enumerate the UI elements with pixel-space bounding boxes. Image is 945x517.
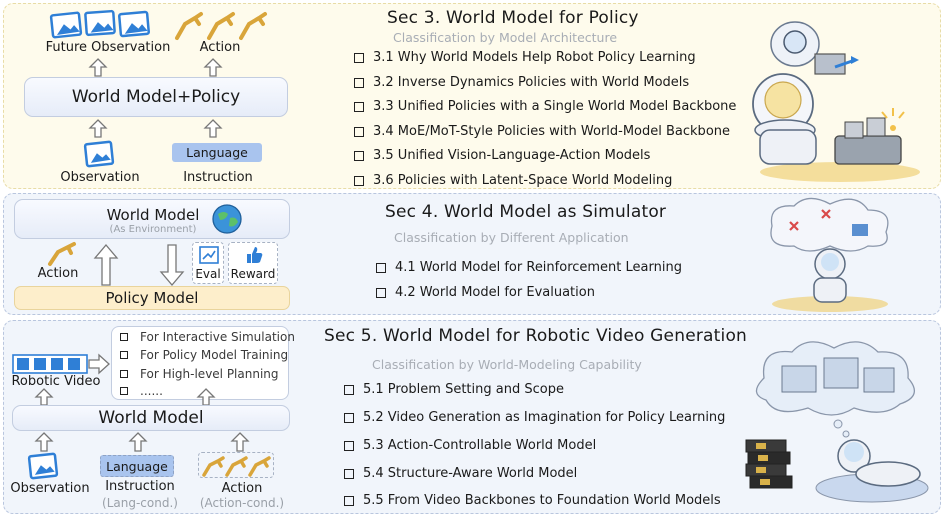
sec3-item-5: 3.5 Unified Vision-Language-Action Model… bbox=[354, 148, 650, 163]
arrow-up-icon bbox=[203, 58, 223, 77]
app-item-3: For High-level Planning bbox=[120, 367, 279, 381]
sec3-item-1: 3.1 Why World Models Help Robot Policy L… bbox=[354, 50, 696, 65]
future-observation-label: Future Observation bbox=[45, 40, 171, 55]
observation-label: Observation bbox=[10, 481, 90, 496]
reward-box: Reward bbox=[228, 242, 278, 284]
sec5-title: Sec 5. World Model for Robotic Video Gen… bbox=[324, 326, 748, 346]
arrow-up-icon bbox=[128, 432, 148, 452]
instruction-label: Instruction bbox=[183, 170, 253, 185]
robot-thinking-illustration-icon bbox=[770, 197, 889, 312]
checkbox-icon bbox=[354, 126, 364, 137]
action-label: Action bbox=[37, 266, 79, 281]
app-item-1: For Interactive Simulation bbox=[120, 330, 295, 344]
applications-box bbox=[111, 326, 289, 400]
checkbox-icon bbox=[354, 150, 364, 161]
app-item-4: ...... bbox=[120, 384, 163, 398]
arrow-up-icon bbox=[34, 432, 54, 452]
observation-image-icon bbox=[27, 452, 59, 480]
arrow-up-icon bbox=[196, 388, 216, 406]
eval-box: Eval bbox=[192, 242, 224, 284]
world-model-box: World Model bbox=[12, 405, 290, 431]
robot-dreaming-illustration-icon bbox=[745, 341, 929, 503]
sec5-item-1: 5.1 Problem Setting and Scope bbox=[344, 382, 564, 397]
checkbox-icon bbox=[354, 52, 364, 63]
action-label: Action bbox=[199, 40, 241, 55]
sec5-item-2: 5.2 Video Generation as Imagination for … bbox=[344, 410, 725, 425]
eval-chart-icon bbox=[199, 246, 219, 264]
as-environment-label: (As Environment) bbox=[109, 224, 197, 235]
arrow-up-icon bbox=[93, 243, 119, 286]
sec3-item-3: 3.3 Unified Policies with a Single World… bbox=[354, 99, 736, 114]
checkbox-icon bbox=[354, 77, 364, 88]
lang-cond-label: (Lang-cond.) bbox=[102, 496, 178, 510]
checkbox-icon bbox=[120, 370, 128, 378]
checkbox-icon bbox=[344, 468, 354, 479]
checkbox-icon bbox=[354, 175, 364, 186]
robotic-video-label: Robotic Video bbox=[11, 374, 101, 389]
checkbox-icon bbox=[120, 351, 128, 359]
policy-model-box: Policy Model bbox=[14, 286, 290, 310]
sec4-title: Sec 4. World Model as Simulator bbox=[385, 202, 667, 222]
checkbox-icon bbox=[344, 495, 354, 506]
checkbox-icon bbox=[120, 387, 128, 395]
sec5-item-4: 5.4 Structure-Aware World Model bbox=[344, 466, 577, 481]
sec3-item-2: 3.2 Inverse Dynamics Policies with World… bbox=[354, 75, 689, 90]
robot-building-blocks-illustration-icon bbox=[752, 21, 920, 182]
action-cond-label: (Action-cond.) bbox=[199, 496, 285, 510]
robot-arm-icon bbox=[48, 242, 76, 266]
sec4-item-2: 4.2 World Model for Evaluation bbox=[376, 285, 595, 300]
language-box: Language bbox=[172, 143, 262, 162]
arrow-right-icon bbox=[88, 353, 110, 375]
arrow-up-icon bbox=[88, 58, 108, 77]
eval-label: Eval bbox=[195, 267, 221, 281]
reward-label: Reward bbox=[230, 267, 276, 281]
observation-label: Observation bbox=[60, 170, 140, 185]
sec4-item-1: 4.1 World Model for Reinforcement Learni… bbox=[376, 260, 682, 275]
action-label: Action bbox=[221, 481, 263, 496]
world-model-label: World Model bbox=[106, 206, 200, 224]
arrow-up-icon bbox=[203, 119, 223, 138]
checkbox-icon bbox=[120, 333, 128, 341]
arrow-down-icon bbox=[159, 244, 185, 287]
arrow-up-icon bbox=[88, 119, 108, 138]
checkbox-icon bbox=[344, 384, 354, 395]
video-film-strip-icon bbox=[12, 354, 88, 374]
arrow-up-icon bbox=[34, 388, 54, 406]
sec4-subtitle: Classification by Different Application bbox=[394, 230, 629, 245]
sec3-item-6: 3.6 Policies with Latent-Space World Mod… bbox=[354, 173, 672, 188]
sec5-subtitle: Classification by World-Modeling Capabil… bbox=[372, 357, 642, 372]
future-observation-images-icon bbox=[49, 9, 150, 39]
checkbox-icon bbox=[376, 287, 386, 298]
world-model-policy-box: World Model+Policy bbox=[24, 77, 288, 117]
world-model-environment-box: World Model (As Environment) bbox=[14, 199, 290, 239]
checkbox-icon bbox=[354, 101, 364, 112]
checkbox-icon bbox=[376, 262, 386, 273]
sec3-title: Sec 3. World Model for Policy bbox=[387, 8, 639, 28]
arrow-up-icon bbox=[230, 432, 250, 452]
sec5-item-5: 5.5 From Video Backbones to Foundation W… bbox=[344, 493, 721, 508]
thumbs-up-icon bbox=[247, 247, 263, 263]
checkbox-icon bbox=[344, 412, 354, 423]
sec3-item-4: 3.4 MoE/MoT-Style Policies with World-Mo… bbox=[354, 124, 730, 139]
sec5-item-3: 5.3 Action-Controllable World Model bbox=[344, 438, 596, 453]
observation-image-icon bbox=[83, 140, 115, 168]
globe-icon bbox=[212, 204, 242, 234]
instruction-label: Instruction bbox=[105, 479, 175, 494]
app-item-2: For Policy Model Training bbox=[120, 348, 288, 362]
sec3-subtitle: Classification by Model Architecture bbox=[393, 30, 618, 45]
robot-arm-icons bbox=[202, 456, 271, 477]
language-box: Language bbox=[100, 455, 174, 477]
action-box bbox=[198, 452, 274, 478]
robot-arm-action-icon bbox=[175, 12, 267, 40]
checkbox-icon bbox=[344, 440, 354, 451]
